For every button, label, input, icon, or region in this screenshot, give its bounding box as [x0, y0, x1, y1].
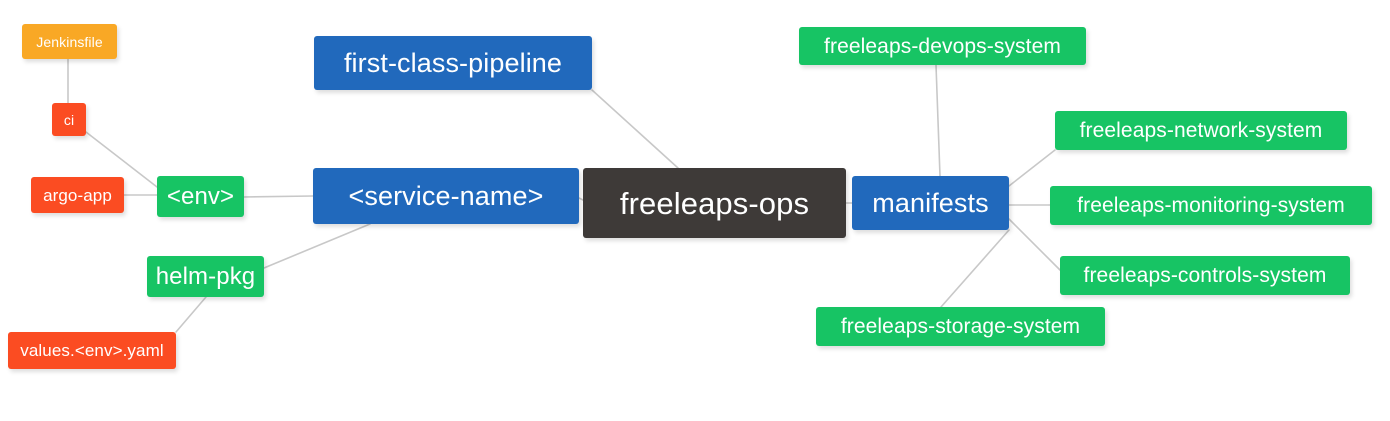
node-label-network-system: freeleaps-network-system: [1079, 119, 1323, 142]
node-manifests[interactable]: manifests: [852, 176, 1009, 230]
node-storage-system[interactable]: freeleaps-storage-system: [816, 307, 1105, 346]
node-label-devops-system: freeleaps-devops-system: [824, 34, 1061, 58]
node-jenkinsfile[interactable]: Jenkinsfile: [22, 24, 117, 59]
node-service-name[interactable]: <service-name>: [313, 168, 579, 224]
node-freeleaps-ops[interactable]: freeleaps-ops: [583, 168, 846, 238]
edge-manifests-controls: [1008, 218, 1061, 271]
node-label-monitoring-system: freeleaps-monitoring-system: [1077, 194, 1345, 217]
node-label-ci: ci: [63, 111, 75, 128]
node-label-first-class-pipeline: first-class-pipeline: [343, 47, 563, 78]
node-label-service-name: <service-name>: [348, 180, 544, 211]
edge-servicename-env: [243, 195, 314, 198]
edge-helmpkg-values: [175, 296, 207, 333]
edge-manifests-storage: [940, 229, 1010, 308]
node-argo-app[interactable]: argo-app: [31, 177, 124, 213]
edge-ops-pipeline: [591, 89, 679, 169]
edge-servicename-helmpkg: [263, 223, 371, 269]
node-label-controls-system: freeleaps-controls-system: [1083, 264, 1327, 287]
node-first-class-pipeline[interactable]: first-class-pipeline: [314, 36, 592, 90]
node-label-argo-app: argo-app: [43, 185, 112, 205]
edge-manifests-network: [1008, 149, 1056, 187]
node-label-manifests: manifests: [872, 187, 989, 218]
node-values-yaml[interactable]: values.<env>.yaml: [8, 332, 176, 369]
node-controls-system[interactable]: freeleaps-controls-system: [1060, 256, 1350, 295]
node-label-values-yaml: values.<env>.yaml: [20, 341, 164, 360]
node-label-freeleaps-ops: freeleaps-ops: [619, 185, 810, 221]
node-env[interactable]: <env>: [157, 176, 244, 217]
node-label-storage-system: freeleaps-storage-system: [840, 315, 1081, 338]
node-network-system[interactable]: freeleaps-network-system: [1055, 111, 1347, 150]
edge-manifests-devops: [935, 64, 941, 177]
node-label-helm-pkg: helm-pkg: [155, 262, 256, 290]
node-label-jenkinsfile: Jenkinsfile: [36, 33, 103, 50]
node-helm-pkg[interactable]: helm-pkg: [147, 256, 264, 297]
node-ci[interactable]: ci: [52, 103, 86, 136]
node-devops-system[interactable]: freeleaps-devops-system: [799, 27, 1086, 65]
node-label-env: <env>: [166, 182, 235, 210]
node-monitoring-system[interactable]: freeleaps-monitoring-system: [1050, 186, 1372, 225]
